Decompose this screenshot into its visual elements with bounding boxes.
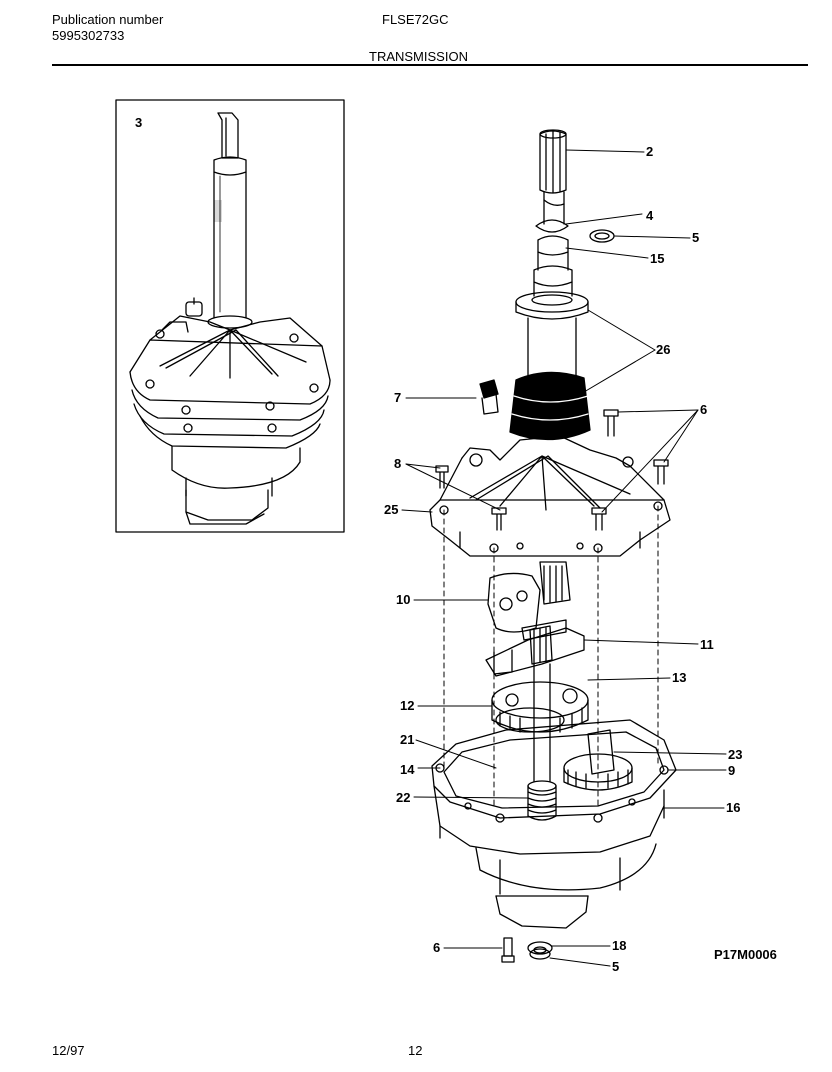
inset-frame	[115, 99, 345, 533]
part-5-washer-top	[589, 229, 615, 243]
callout-23: 23	[728, 747, 743, 762]
part-2-drive-block	[539, 129, 567, 194]
publication-label: Publication number	[52, 12, 164, 27]
publication-number: 5995302733	[52, 28, 125, 43]
callout-18: 18	[612, 938, 627, 953]
footer-page-number: 12	[408, 1043, 423, 1058]
model-number: FLSE72GC	[382, 12, 449, 27]
guide-lines	[443, 505, 659, 809]
callout-13: 13	[672, 670, 687, 685]
callout-2: 2	[646, 144, 654, 159]
callout-5-bottom: 5	[612, 959, 620, 974]
callout-21: 21	[400, 732, 415, 747]
callout-8: 8	[394, 456, 402, 471]
header-rule	[52, 64, 808, 66]
part-25-top-housing	[429, 435, 671, 557]
callout-6-top: 6	[700, 402, 708, 417]
part-shaft-tube	[527, 317, 577, 381]
callout-22: 22	[396, 790, 411, 805]
callout-9: 9	[728, 763, 736, 778]
callout-10: 10	[396, 592, 411, 607]
part-26-seal-upper	[515, 291, 589, 320]
part-shaft-upper	[533, 191, 573, 297]
part-5-washer-bottom	[529, 948, 551, 960]
footer-date: 12/97	[52, 1043, 85, 1058]
callout-7: 7	[394, 390, 402, 405]
bolts-upper	[435, 409, 669, 531]
part-16-lower-housing	[433, 785, 665, 929]
callout-3: 3	[135, 115, 143, 130]
callout-6-bottom: 6	[433, 940, 441, 955]
callout-15: 15	[650, 251, 665, 266]
callout-14: 14	[400, 762, 415, 777]
part-22-spring	[527, 780, 557, 821]
callout-26: 26	[656, 342, 671, 357]
part-6-bolt-bottom	[501, 937, 515, 963]
part-23-gear-cluster	[563, 729, 633, 791]
callout-11: 11	[700, 637, 714, 652]
part-7-plug	[479, 379, 499, 415]
callout-5-top: 5	[692, 230, 700, 245]
part-10-gear	[487, 561, 571, 641]
part-pinion-shaft	[533, 663, 551, 783]
inset-assembled-transmission	[129, 112, 331, 525]
part-26-seal-lower	[509, 371, 591, 441]
callout-12: 12	[400, 698, 415, 713]
drawing-code: P17M0006	[714, 947, 777, 962]
callout-25: 25	[384, 502, 399, 517]
section-title: TRANSMISSION	[369, 49, 468, 64]
part-11-bracket	[485, 625, 585, 677]
callout-4: 4	[646, 208, 654, 223]
callout-16: 16	[726, 800, 741, 815]
part-18-seal	[527, 941, 553, 955]
leader-lines	[401, 149, 727, 967]
